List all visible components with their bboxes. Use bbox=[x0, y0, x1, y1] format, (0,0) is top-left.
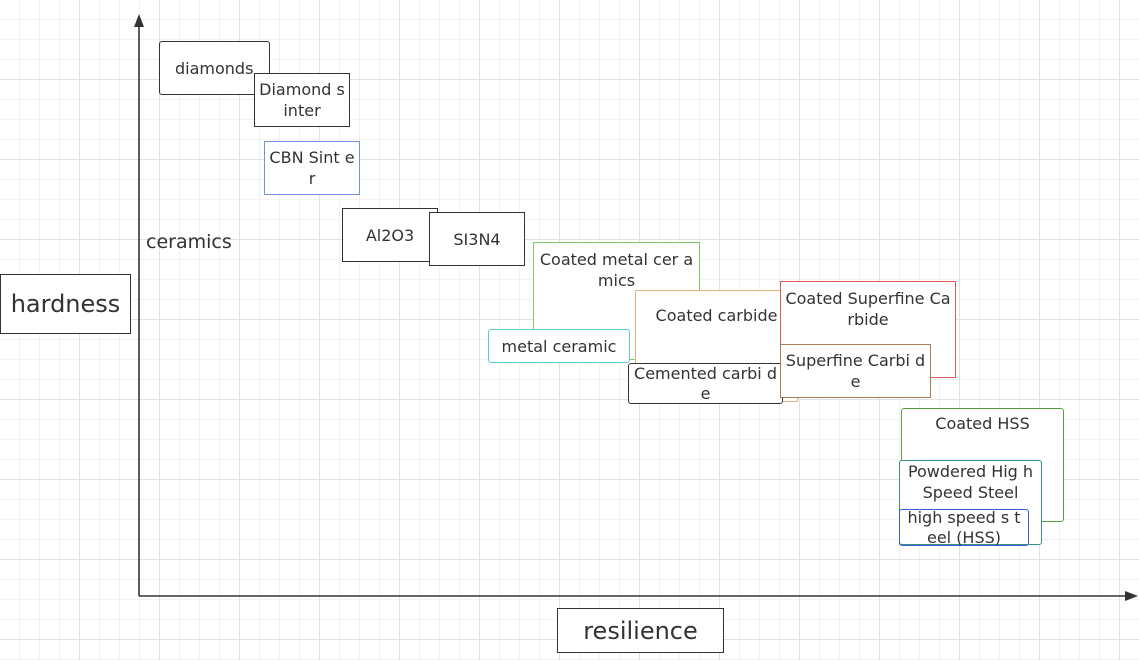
diamonds-node[interactable]: diamonds bbox=[159, 41, 270, 95]
x-axis-label[interactable]: resilience bbox=[557, 608, 724, 653]
al2o3-node[interactable]: Al2O3 bbox=[342, 208, 438, 262]
y-axis-label[interactable]: hardness bbox=[0, 274, 131, 334]
y-axis-arrowhead bbox=[134, 14, 144, 27]
powdered-hss-node[interactable]: Powdered Hig h Speed Steel bbox=[899, 460, 1042, 545]
hss-node[interactable]: high speed s teel (HSS) bbox=[899, 508, 1029, 547]
superfine-carbide-node[interactable]: Superfine Carbi de bbox=[780, 344, 931, 398]
x-axis-arrowhead bbox=[1125, 591, 1138, 601]
metal-ceramic-node[interactable]: metal ceramic bbox=[488, 329, 630, 363]
diamond-sinter-node[interactable]: Diamond sinter bbox=[254, 73, 350, 127]
ceramics-label[interactable]: ceramics bbox=[146, 231, 232, 253]
cemented-carbide-node[interactable]: Cemented carbi de bbox=[628, 363, 783, 404]
si3n4-node[interactable]: SI3N4 bbox=[429, 212, 525, 266]
cbn-sinter-node[interactable]: CBN Sint er bbox=[264, 141, 360, 195]
